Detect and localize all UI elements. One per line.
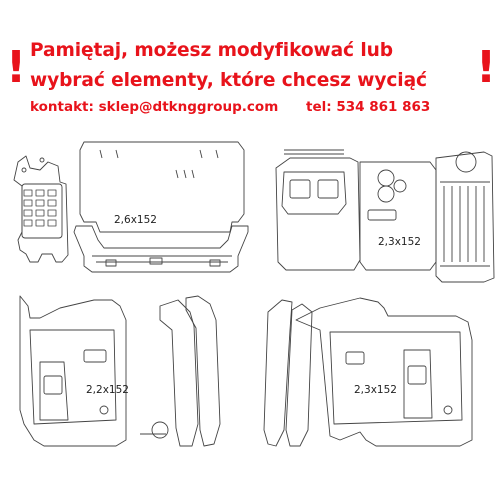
grille-part [435, 151, 495, 283]
hood-size-label: 2,6x152 [114, 214, 157, 226]
left-side-part [19, 295, 127, 447]
right-strip-parts [263, 299, 313, 447]
header-banner: ! Pamiętaj, możesz modyfikować lub wybra… [0, 0, 500, 120]
clip-strip-part [13, 155, 69, 263]
hood-part [73, 141, 249, 273]
notice-line-1: Pamiętaj, możesz modyfikować lub [30, 40, 393, 61]
left-side-size-label: 2,2x152 [86, 384, 129, 396]
contact-phone[interactable]: tel: 534 861 863 [306, 99, 431, 115]
right-side-size-label: 2,3x152 [354, 384, 397, 396]
right-side-part [295, 297, 473, 447]
notice-line-2: wybrać elementy, które chcesz wyciąć [30, 70, 427, 91]
contact-email[interactable]: kontakt: sklep@dtknggroup.com [30, 99, 279, 115]
left-strip-parts [140, 295, 221, 447]
exclamation-mark-right: ! [476, 42, 497, 93]
doors-size-label: 2,3x152 [378, 236, 421, 248]
exclamation-mark-left: ! [6, 42, 27, 93]
doors-part [275, 149, 437, 271]
